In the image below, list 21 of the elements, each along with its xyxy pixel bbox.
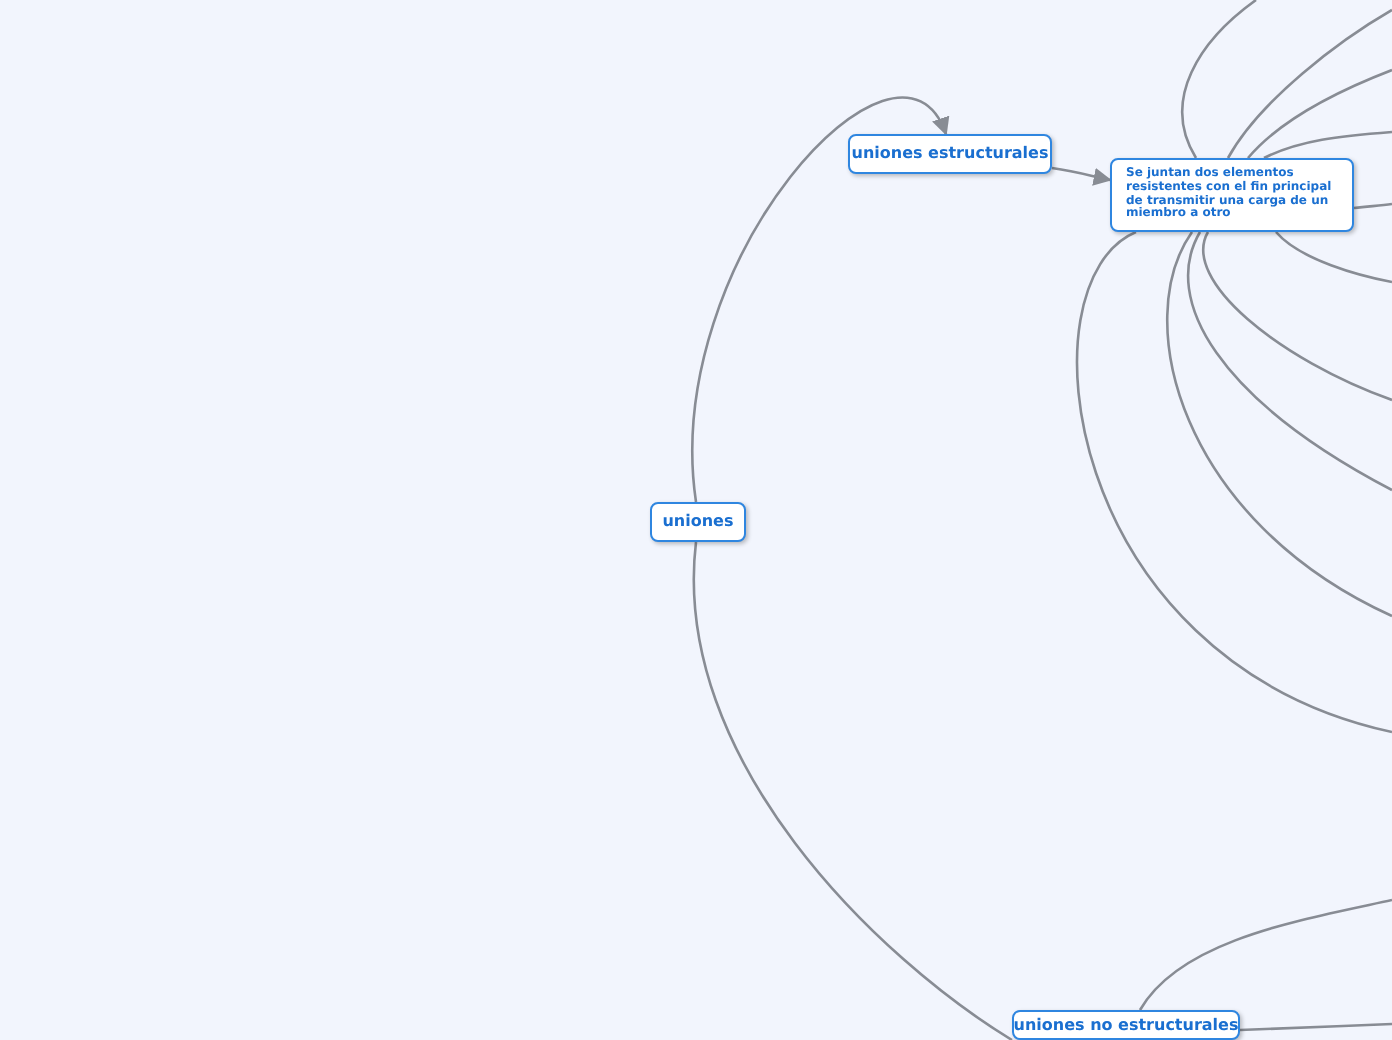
connector-line — [1075, 230, 1392, 734]
connector-line — [1187, 231, 1392, 492]
connector-line — [1166, 231, 1392, 618]
connector-line — [1138, 898, 1392, 1011]
connector-line — [1202, 231, 1392, 402]
topic-text: uniones estructurales — [851, 144, 1049, 164]
topic-box — [848, 134, 1052, 174]
connector-line — [693, 541, 1013, 1040]
connector-line — [1353, 202, 1392, 210]
connector-line — [1239, 1022, 1392, 1032]
connector-line — [1181, 0, 1257, 159]
topic-text: uniones — [662, 512, 734, 532]
topic-box — [650, 502, 746, 542]
connector-line — [1247, 68, 1392, 159]
arrow — [691, 97, 948, 503]
connector-line — [1226, 8, 1392, 159]
topic-text: uniones no estructurales — [1013, 1015, 1239, 1035]
topic-box — [1110, 158, 1354, 232]
connector-line — [1275, 231, 1392, 284]
arrow — [1051, 166, 1112, 186]
connector-line — [1263, 130, 1392, 160]
